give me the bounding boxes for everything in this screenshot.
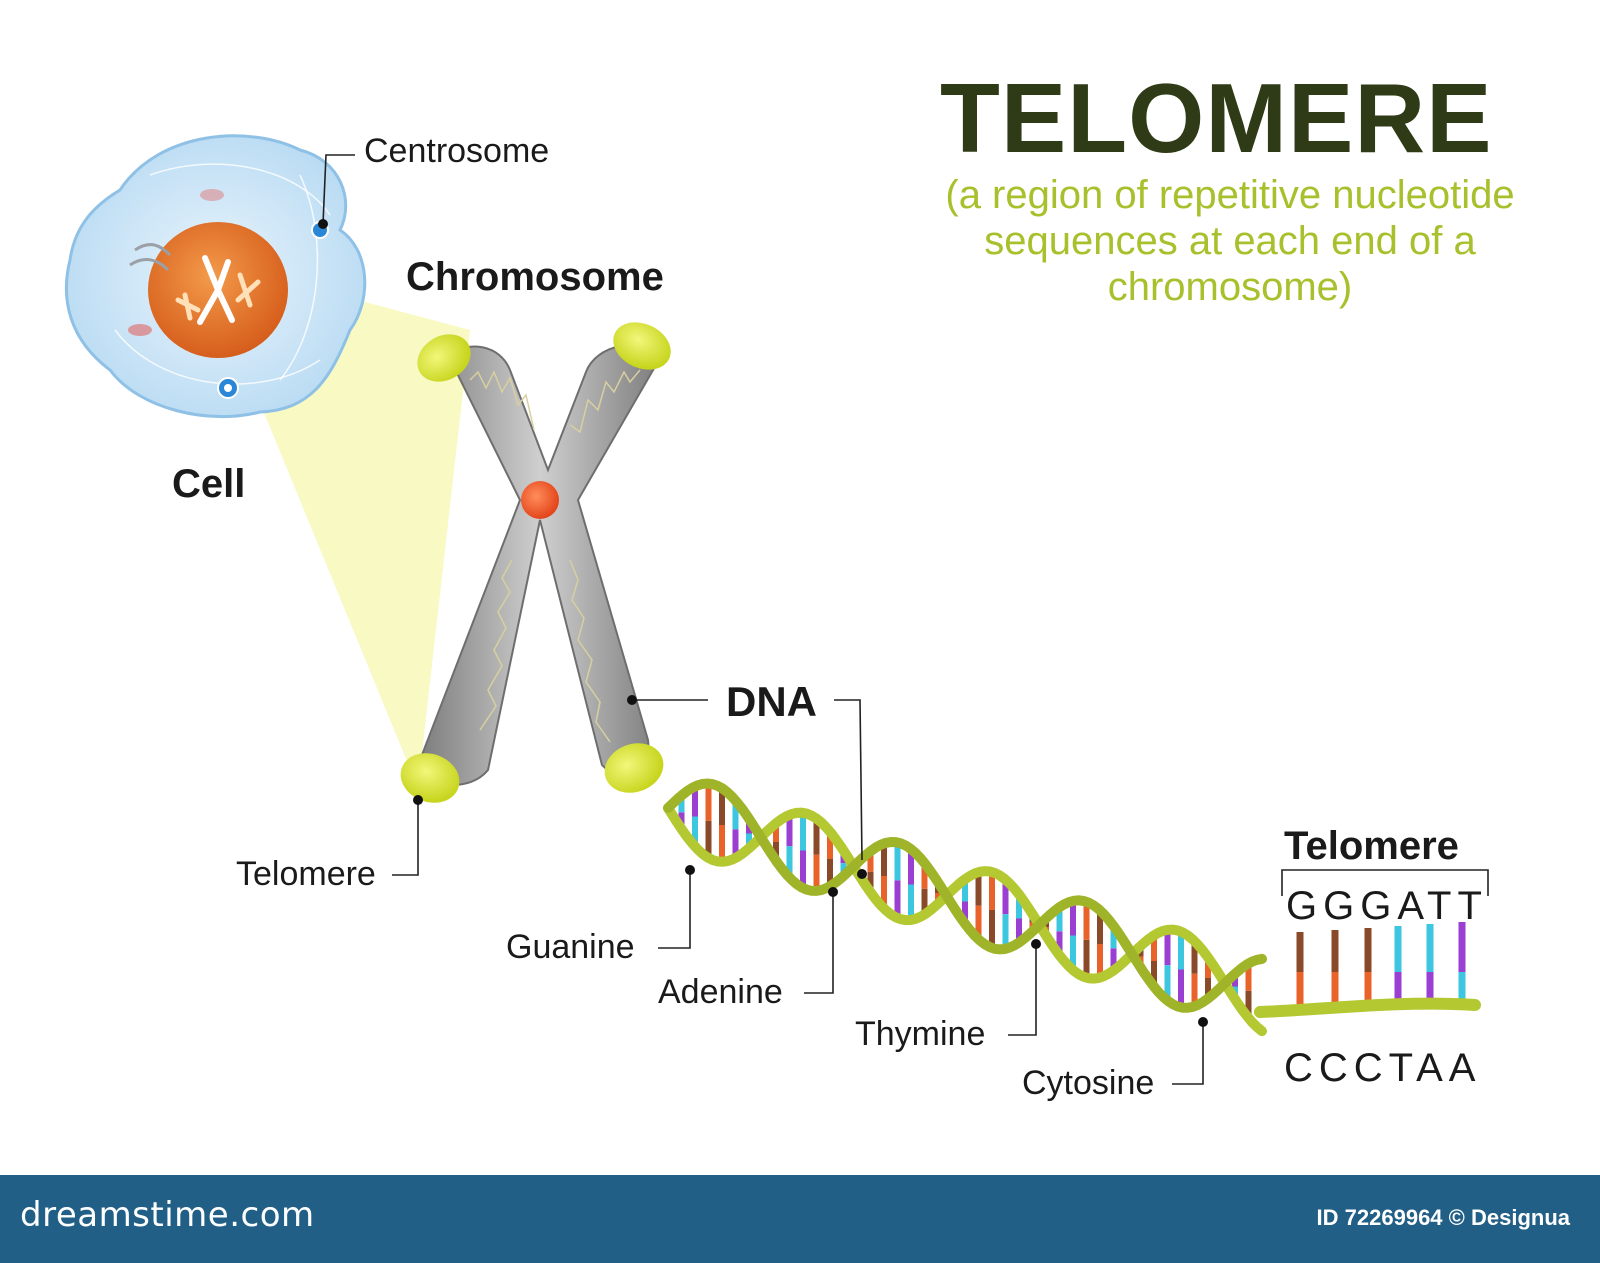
telomere-cap-bottom-left xyxy=(400,753,460,803)
cell-illustration xyxy=(64,134,367,419)
leader-lines xyxy=(322,154,1489,1085)
leader-dots xyxy=(318,219,1208,1027)
leader-dna-helix xyxy=(834,699,863,861)
label-thymine: Thymine xyxy=(855,1015,986,1053)
label-cell: Cell xyxy=(172,462,246,506)
label-chromosome: Chromosome xyxy=(406,255,664,299)
dna-backbone-a xyxy=(663,803,1267,1037)
dna-backbone-b xyxy=(663,778,1267,1013)
diagram-artwork xyxy=(64,134,1489,1085)
footer-brand: dreamstime.com xyxy=(20,1195,315,1235)
label-dna: DNA xyxy=(726,678,817,725)
label-cytosine: Cytosine xyxy=(1022,1064,1155,1102)
page-title: TELOMERE xyxy=(940,63,1493,173)
leader-adenine xyxy=(804,888,834,994)
sequence-bottom: CCCTAA xyxy=(1284,1046,1482,1090)
label-telomere-left: Telomere xyxy=(236,855,376,893)
telomere-cap-top-right xyxy=(613,322,671,370)
leader-centrosome xyxy=(322,154,355,225)
telomere-cap-bottom-right xyxy=(604,743,664,793)
telomere-diagram: TELOMERE (a region of repetitive nucleot… xyxy=(64,63,1515,1102)
telomere-single-strand xyxy=(1254,997,1481,1018)
label-centrosome: Centrosome xyxy=(364,132,550,170)
footer-bar: dreamstime.com ID 72269964 © Designua xyxy=(0,1175,1600,1263)
telomere-bracket xyxy=(1281,869,1489,896)
chromosome-illustration xyxy=(400,322,671,803)
leader-thymine xyxy=(1008,940,1037,1036)
centromere xyxy=(521,481,559,519)
label-guanine: Guanine xyxy=(506,928,635,966)
leader-telomere-left xyxy=(392,800,419,876)
label-adenine: Adenine xyxy=(658,973,783,1011)
leader-cytosine xyxy=(1172,1020,1204,1085)
telomere-cap-top-left xyxy=(417,334,471,382)
dna-helix xyxy=(663,778,1481,1037)
sequence-top: GGGATT xyxy=(1286,884,1488,928)
footer-credit: ID 72269964 © Designua xyxy=(1316,1205,1570,1230)
label-telomere-right: Telomere xyxy=(1284,824,1459,868)
leader-guanine xyxy=(658,868,691,949)
page-subtitle: (a region of repetitive nucleotide seque… xyxy=(945,173,1515,309)
